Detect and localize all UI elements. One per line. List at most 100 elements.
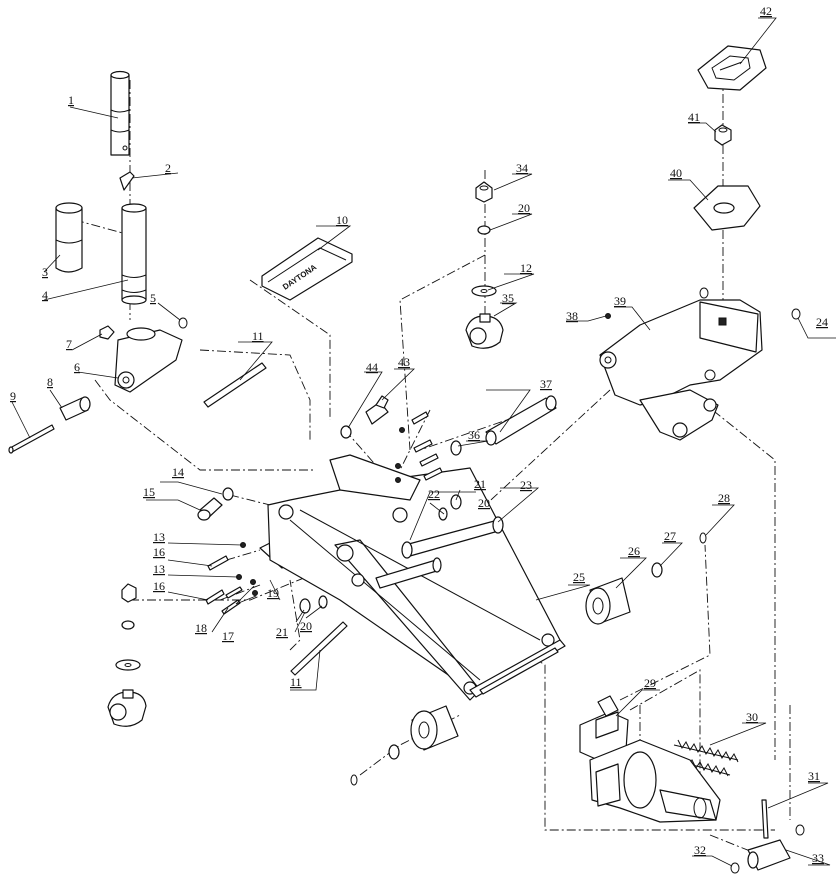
bushing-part-21b [299, 598, 311, 614]
callout-42: 42 [760, 4, 772, 18]
link-bar-part-22 [401, 516, 504, 559]
callout-labels: 1 2 3 4 5 6 7 8 9 10 11 11 12 13 13 14 1… [10, 4, 828, 865]
callout-13-lower: 13 [153, 562, 165, 576]
callout-24: 24 [816, 315, 828, 329]
callout-16-lower: 16 [153, 579, 165, 593]
callout-20-mid: 20 [478, 496, 490, 510]
shaft-part-11b [290, 621, 348, 676]
callout-6: 6 [74, 360, 80, 374]
callout-4: 4 [42, 288, 48, 302]
callout-1: 1 [68, 93, 74, 107]
callout-26: 26 [628, 544, 640, 558]
bushing-part-8 [59, 396, 91, 421]
circlip-near-39 [699, 287, 709, 299]
callout-20-top: 20 [518, 201, 530, 215]
shaft-part-11a [203, 362, 267, 408]
callout-12: 12 [520, 261, 532, 275]
callout-41: 41 [688, 110, 700, 124]
callout-40: 40 [670, 166, 682, 180]
handle-socket-part-10: DAYTONA [261, 237, 353, 301]
left-caster-assembly [107, 583, 147, 727]
bolt-part-43 [365, 395, 389, 425]
callout-7: 7 [66, 337, 72, 351]
callout-34: 34 [516, 161, 528, 175]
callout-27: 27 [664, 529, 676, 543]
washer-part-27 [651, 562, 663, 578]
nut-part-34 [475, 181, 493, 203]
pin-part-38 [605, 313, 611, 319]
rubber-pad-part-42 [697, 45, 767, 91]
callout-13-upper: 13 [153, 530, 165, 544]
circlip-part-5 [178, 317, 188, 329]
axle-part-25 [479, 647, 559, 695]
lift-arm-bracket-part-39 [599, 299, 763, 441]
callout-31: 31 [808, 769, 820, 783]
callout-30: 30 [746, 710, 758, 724]
nut-part-41 [714, 124, 732, 146]
callout-32: 32 [694, 843, 706, 857]
front-circlip [350, 774, 358, 786]
swivel-caster-part-35 [465, 313, 504, 349]
callout-9: 9 [10, 389, 16, 403]
clevis-pin-part-2 [119, 171, 135, 191]
extension-post-part-4 [121, 203, 147, 305]
callout-39: 39 [614, 294, 626, 308]
callout-11-lower: 11 [290, 675, 302, 689]
saddle-bracket-part-6 [114, 327, 183, 393]
bolt-part-16b [205, 589, 225, 605]
nut-part-7 [99, 325, 115, 340]
washer-part-20b [438, 507, 448, 521]
callout-18: 18 [195, 621, 207, 635]
washer-part-12 [471, 285, 497, 297]
link-bar-part-23 [375, 557, 442, 589]
handle-fitting-part-33 [747, 824, 805, 871]
bushing-part-21a [450, 494, 462, 510]
frame-screws [395, 411, 443, 483]
callout-21-low: 21 [276, 625, 288, 639]
callout-36: 36 [468, 428, 480, 442]
callout-23: 23 [520, 478, 532, 492]
axle-pin-part-9 [8, 424, 55, 454]
callout-22: 22 [428, 487, 440, 501]
callout-29: 29 [644, 676, 656, 690]
callout-8: 8 [47, 375, 53, 389]
leader-lines [11, 17, 836, 867]
front-washer [388, 744, 400, 760]
fitting-part-17 [250, 579, 258, 596]
saddle-plate-part-40 [693, 185, 761, 231]
callout-16-upper: 16 [153, 545, 165, 559]
callout-5: 5 [150, 291, 156, 305]
rear-wheel-part-26 [585, 577, 631, 625]
callout-37: 37 [540, 377, 552, 391]
callout-38: 38 [566, 309, 578, 323]
callout-3: 3 [42, 265, 48, 279]
callout-28: 28 [718, 491, 730, 505]
assembly-centerlines [74, 60, 791, 856]
washer-part-36 [450, 440, 462, 456]
hydraulic-unit [589, 739, 721, 823]
shaft-part-37 [485, 395, 557, 446]
callout-17: 17 [222, 629, 234, 643]
washer-part-20-top [477, 225, 491, 235]
pin-part-31 [761, 799, 769, 839]
callout-14: 14 [172, 465, 184, 479]
callout-21-mid: 21 [474, 477, 486, 491]
callout-43: 43 [398, 355, 410, 369]
callout-44: 44 [366, 360, 378, 374]
callout-15: 15 [143, 485, 155, 499]
callout-33: 33 [812, 851, 824, 865]
washer-part-20c [318, 595, 328, 609]
callout-2: 2 [165, 161, 171, 175]
saddle-post-part-1 [110, 70, 130, 156]
bolt-part-15 [197, 497, 223, 521]
front-wheel [410, 705, 459, 751]
callout-35: 35 [502, 291, 514, 305]
callout-25: 25 [573, 570, 585, 584]
circlip-part-32 [730, 862, 740, 874]
circlip-part-24 [791, 308, 801, 320]
callout-11-upper: 11 [252, 329, 264, 343]
sleeve-part-3 [55, 202, 83, 273]
callout-10: 10 [336, 213, 348, 227]
callout-20-low: 20 [300, 619, 312, 633]
